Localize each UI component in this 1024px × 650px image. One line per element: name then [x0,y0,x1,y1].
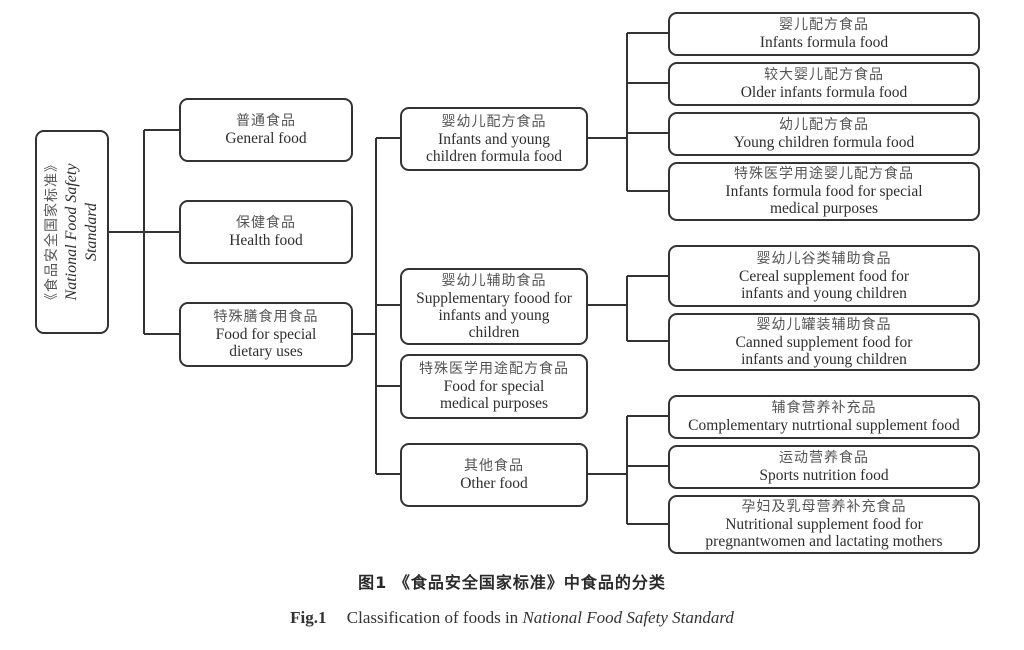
node-en-label: Cereal supplement food for [738,267,909,285]
node-en-label: medical purposes [769,200,879,217]
node-zh-label: 特殊医学用途婴儿配方食品 [734,166,914,182]
root-en-label-line1: National Food Safety [63,163,80,301]
root-node-national-food-safety-standard: 《食品安全国家标准》 National Food Safety Standard [35,130,109,334]
node-canned-supplement-food: 婴幼儿罐装辅助食品 Canned supplement food for inf… [668,313,980,371]
node-sports-nutrition-food: 运动营养食品 Sports nutrition food [668,445,980,489]
figure-caption-en: Fig.1 Classification of foods in Nationa… [0,608,1024,628]
node-en-label: Supplementary foood for [416,289,572,307]
node-nutritional-supplement-pregnant-lactating: 孕妇及乳母营养补充食品 Nutritional supplement food … [668,495,980,554]
node-en-label: Infants formula food [759,34,889,51]
node-complementary-nutritional-supplement: 辅食营养补充品 Complementary nutrtional supplem… [668,395,980,439]
node-zh-label: 婴幼儿罐装辅助食品 [756,316,892,333]
node-en-label: Young children formula food [733,134,915,151]
node-older-infants-formula-food: 较大婴儿配方食品 Older infants formula food [668,62,980,106]
node-en-label: medical purposes [439,395,549,412]
node-health-food: 保健食品 Health food [179,200,353,264]
node-en-label: infants and young [438,306,550,324]
node-zh-label: 特殊膳食用食品 [213,309,319,325]
node-en-label: dietary uses [229,343,303,360]
node-en-label: infants and young children [741,350,907,368]
node-zh-label: 其他食品 [464,458,524,474]
node-zh-label: 辅食营养补充品 [771,400,877,416]
caption-plain-text: Classification of foods in [346,608,519,627]
node-en-label: Canned supplement food for [735,333,913,351]
node-en-label: Complementary nutrtional supplement food [688,417,960,434]
node-zh-label: 运动营养食品 [779,450,869,466]
node-en-label: General food [225,130,307,147]
node-en-label: Food for special [443,378,545,395]
node-other-food: 其他食品 Other food [400,443,588,507]
node-zh-label: 婴幼儿配方食品 [441,113,547,130]
node-en-label: Health food [229,232,303,249]
node-en-label: Other food [460,475,528,492]
node-general-food: 普通食品 General food [179,98,353,162]
node-infants-formula-special-medical: 特殊医学用途婴儿配方食品 Infants formula food for sp… [668,162,980,221]
node-supplementary-food-infants: 婴幼儿辅助食品 Supplementary foood for infants … [400,268,588,345]
node-en-label: infants and young children [741,284,907,302]
node-cereal-supplement-food: 婴幼儿谷类辅助食品 Cereal supplement food for inf… [668,245,980,307]
node-en-label: Older infants formula food [740,84,908,101]
node-zh-label: 特殊医学用途配方食品 [419,361,569,377]
node-infants-formula-food: 婴儿配方食品 Infants formula food [668,12,980,56]
root-zh-label: 《食品安全国家标准》 [44,157,60,307]
node-en-label: Infants and young [438,130,550,148]
node-en-label: Food for special [215,326,317,343]
node-zh-label: 幼儿配方食品 [779,117,869,133]
node-zh-label: 孕妇及乳母营养补充食品 [741,499,907,515]
node-food-for-special-medical-purposes: 特殊医学用途配方食品 Food for special medical purp… [400,354,588,419]
node-food-for-special-dietary-uses: 特殊膳食用食品 Food for special dietary uses [179,302,353,367]
figure-label: Fig.1 [290,608,327,627]
node-infants-young-children-formula-food: 婴幼儿配方食品 Infants and young children formu… [400,107,588,171]
node-en-label: children formula food [425,147,562,165]
node-en-label: Sports nutrition food [759,467,889,484]
node-young-children-formula-food: 幼儿配方食品 Young children formula food [668,112,980,156]
node-en-label: Nutritional supplement food for [725,516,923,533]
node-zh-label: 较大婴儿配方食品 [764,67,884,83]
node-en-label: Infants formula food for special [725,183,923,200]
node-zh-label: 婴幼儿谷类辅助食品 [756,250,892,267]
node-en-label: pregnantwomen and lactating mothers [705,533,943,550]
node-zh-label: 婴幼儿辅助食品 [441,272,547,289]
node-zh-label: 婴儿配方食品 [779,17,869,33]
figure-caption-zh: 图1 《食品安全国家标准》中食品的分类 [358,573,666,592]
root-en-label-line2: Standard [83,202,100,262]
caption-italic-text: National Food Safety Standard [522,608,734,627]
node-en-label: children [468,323,520,341]
node-zh-label: 保健食品 [236,215,296,231]
node-zh-label: 普通食品 [236,113,296,129]
